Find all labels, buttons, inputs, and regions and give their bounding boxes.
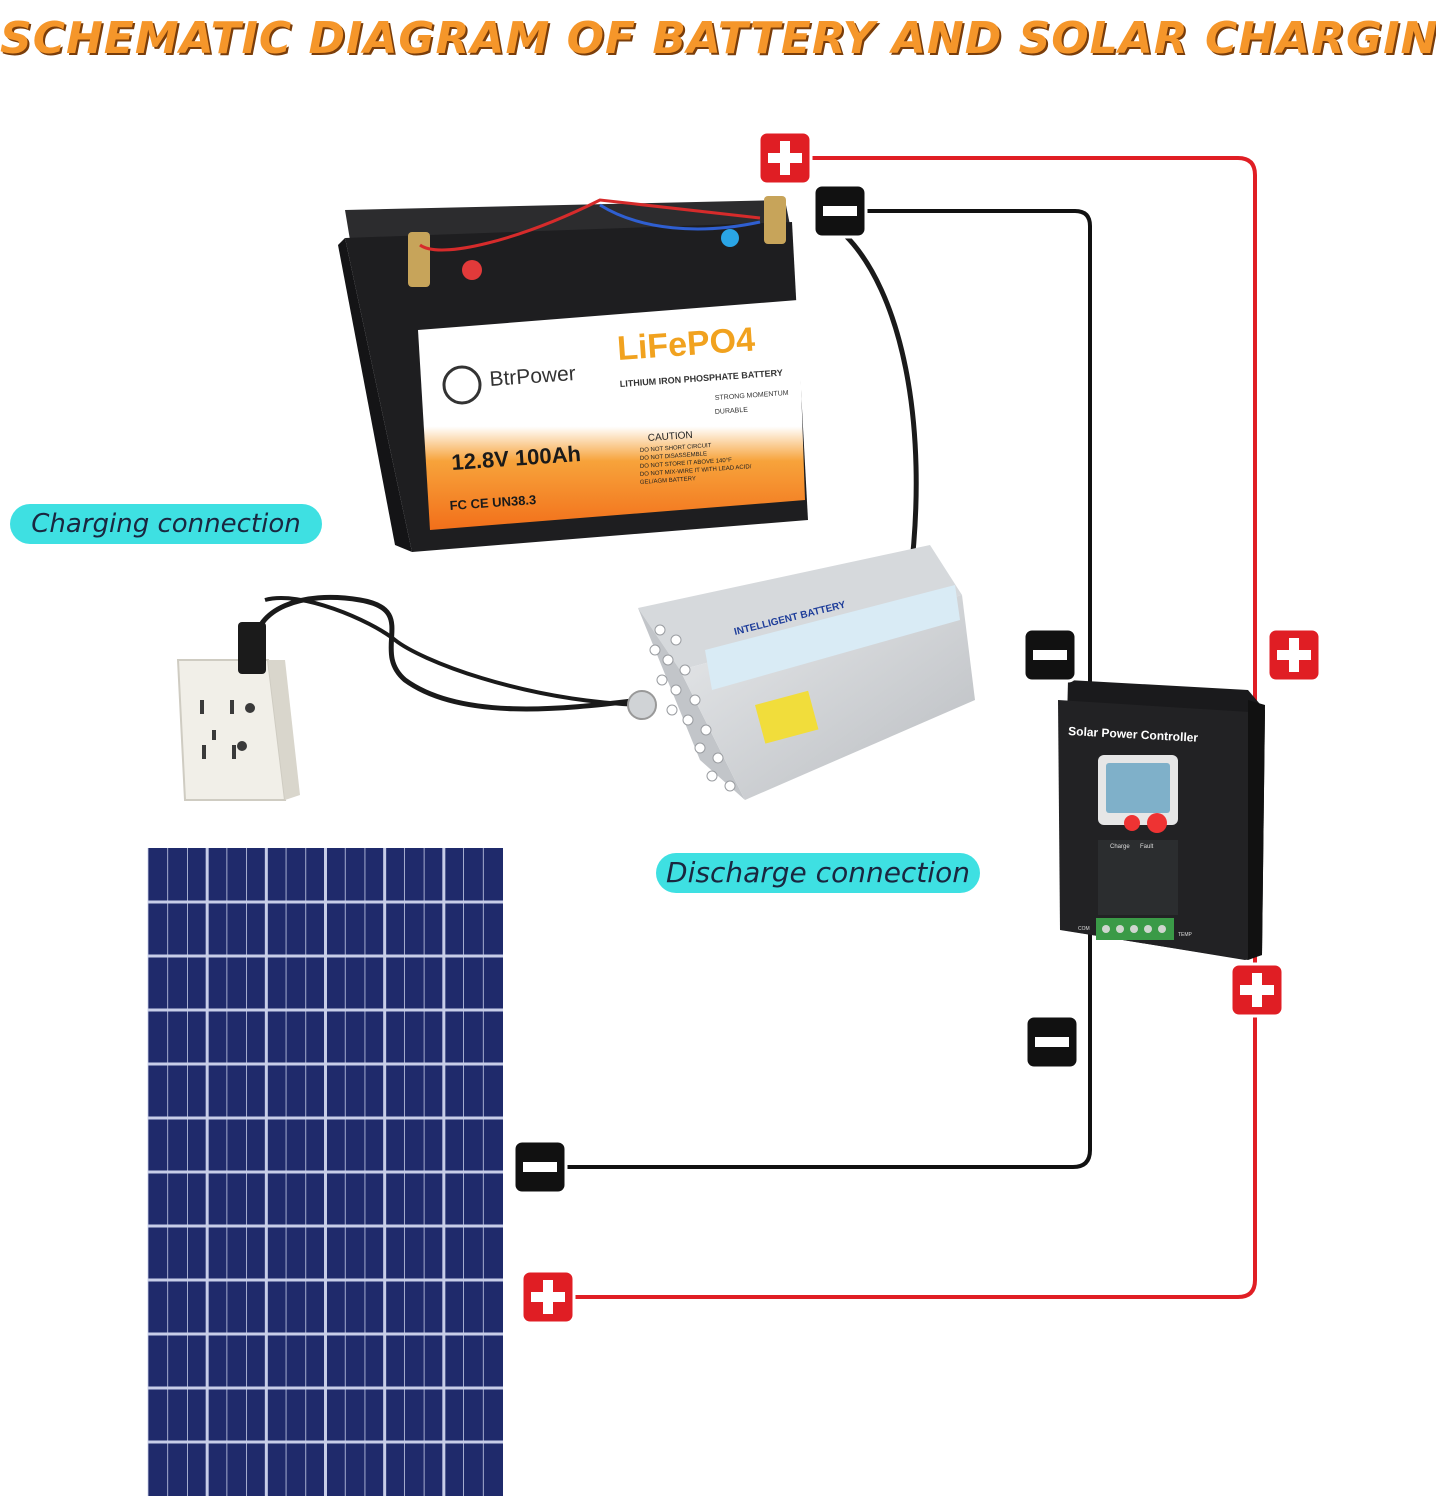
battery-feature: DURABLE [715, 407, 749, 416]
positive-terminal-icon [520, 1269, 576, 1325]
positive-mark-icon [462, 260, 482, 280]
caution-line: DO NOT SHORT CIRCUIT [640, 443, 712, 454]
positive-post [408, 232, 430, 287]
caution-line: DO NOT DISASSEMBLE [640, 451, 708, 462]
cable-gland-icon [627, 690, 657, 720]
negative-terminal-icon [812, 183, 868, 239]
positive-terminal-icon [757, 130, 813, 186]
battery-charger: INTELLIGENT BATTERY [627, 545, 975, 800]
charger-sticker [755, 690, 819, 744]
plug-icon [238, 622, 266, 674]
brand-logo-icon [442, 365, 482, 405]
controller-button[interactable] [1147, 813, 1167, 833]
led-label: Charge [1110, 844, 1130, 850]
battery: BtrPower LiFePO4 LITHIUM IRON PHOSPHATE … [338, 196, 808, 552]
power-strip [176, 622, 300, 801]
solar-controller: Solar Power Controller Charge Fault COM … [1058, 680, 1265, 960]
negative-terminal-icon [512, 1139, 568, 1195]
positive-terminal-icon [1266, 627, 1322, 683]
negative-wire-battery [840, 209, 1092, 690]
discharge-connection-label: Discharge connection [656, 853, 980, 893]
terminal-label: COM [1078, 926, 1090, 932]
terminal-label: TEMP [1178, 932, 1193, 938]
negative-wire-panel [540, 930, 1092, 1169]
negative-terminal-icon [1024, 1014, 1080, 1070]
positive-terminal-icon [1229, 962, 1285, 1018]
battery-label [418, 300, 805, 530]
led-label: Fault [1140, 844, 1154, 850]
diagram-title: SCHEMATIC DIAGRAM OF BATTERY AND SOLAR C… [0, 13, 1436, 64]
controller-button[interactable] [1124, 815, 1140, 831]
caution-line: GEL/AGM BATTERY [640, 476, 696, 486]
mains-cable [252, 594, 641, 712]
battery-certs: FC CE UN38.3 [449, 492, 537, 513]
negative-terminal-icon [1022, 627, 1078, 683]
charger-cable [843, 233, 919, 581]
controller-name: Solar Power Controller [1068, 724, 1199, 745]
negative-mark-icon [721, 229, 739, 247]
negative-post [764, 196, 786, 244]
battery-caution: CAUTION [647, 430, 693, 444]
charging-connection-label: Charging connection [10, 504, 322, 544]
solar-panel [147, 848, 503, 1496]
